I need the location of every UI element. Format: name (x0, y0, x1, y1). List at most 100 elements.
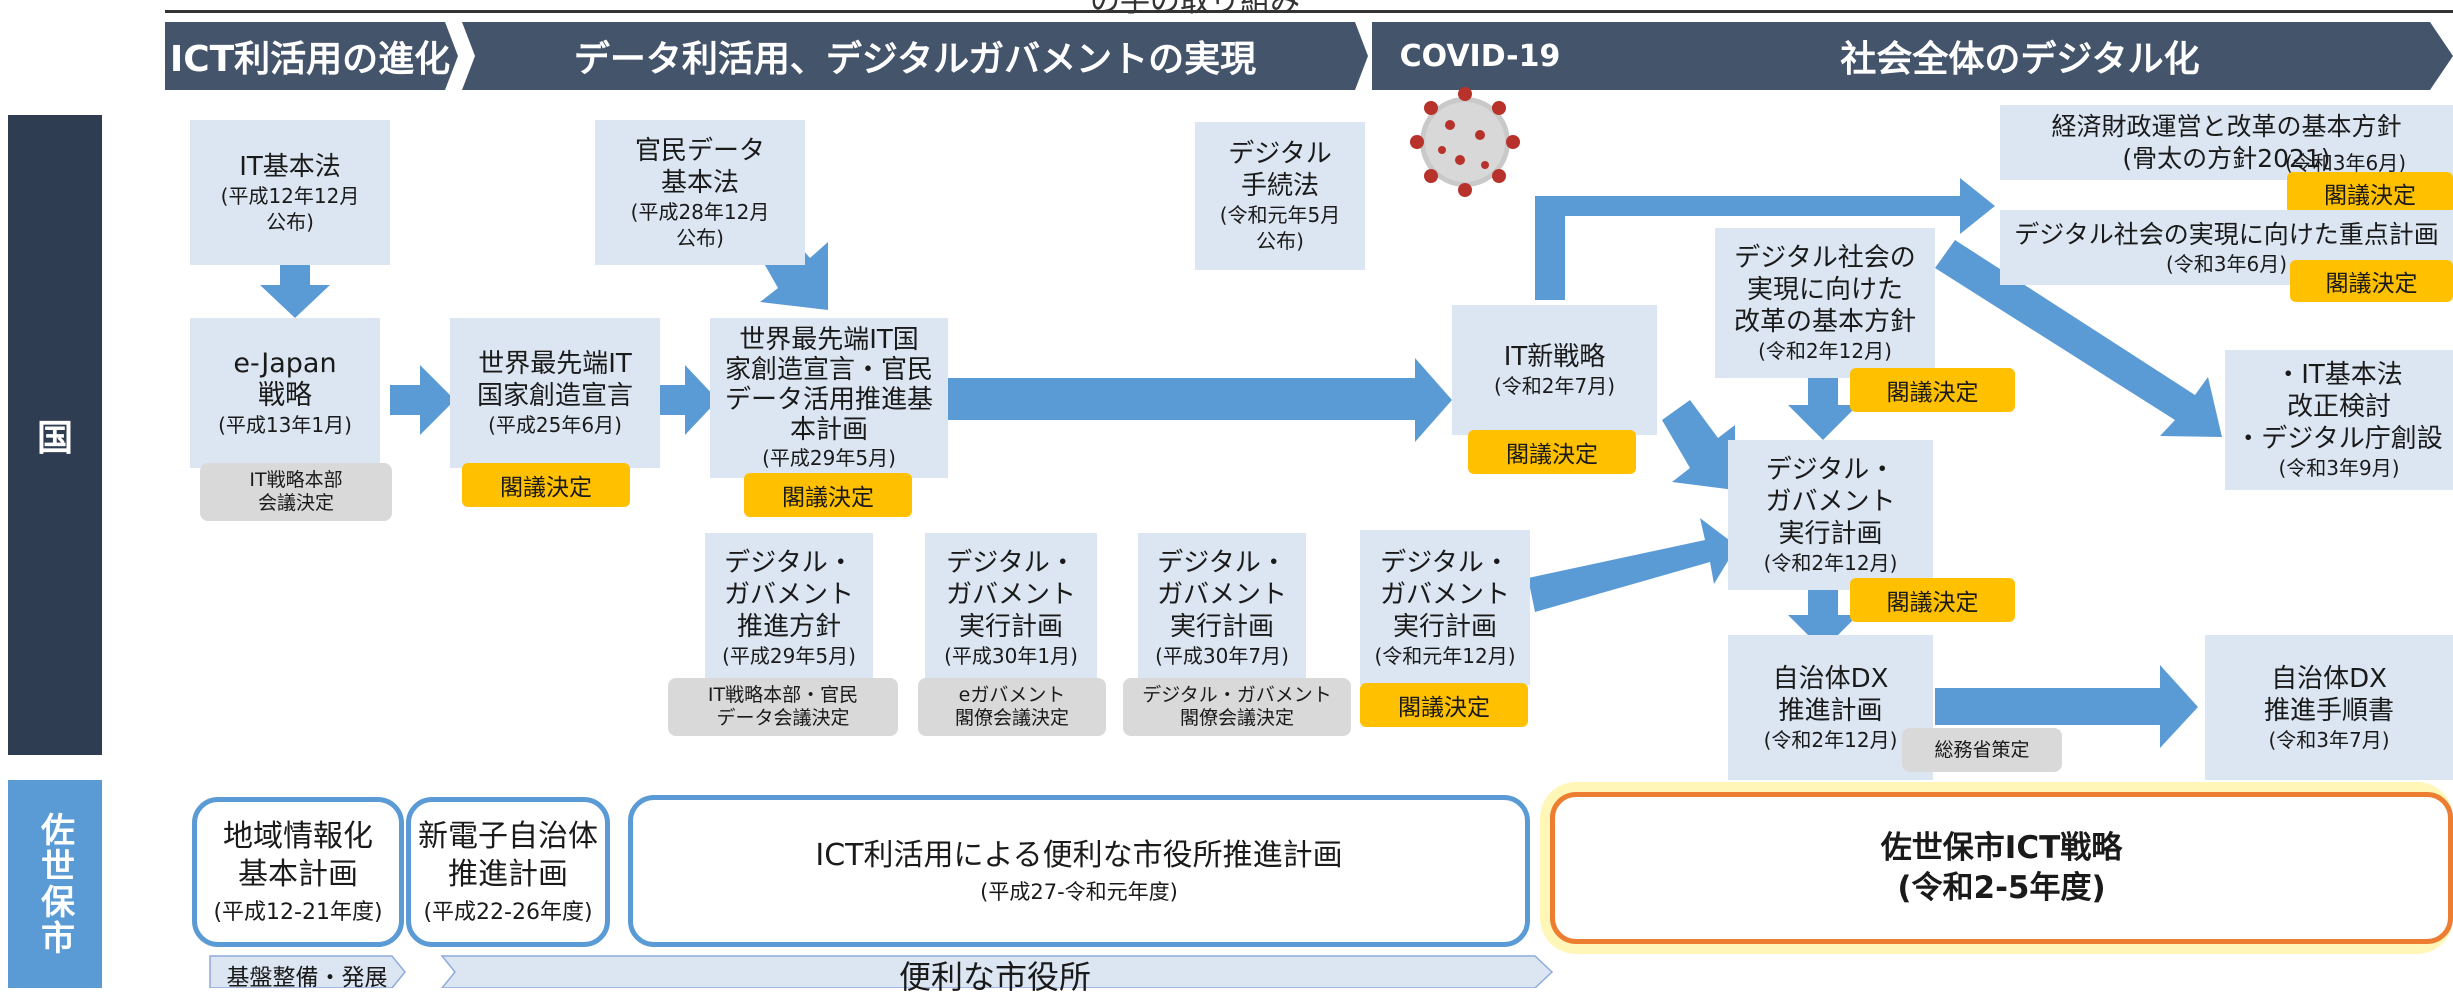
box-sub: (平成28年12月 公布) (630, 199, 770, 250)
city-plan-4: 佐世保市ICT戦略 (令和2-5年度) (1550, 792, 2453, 944)
phase-3-4-shape (1372, 22, 2453, 90)
tag-juten-keikaku: 閣議決定 (2290, 260, 2453, 302)
box-title: デジタル 手続法 (1228, 139, 1332, 201)
phase-1-shape (165, 22, 458, 90)
box-sub: (令和3年9月) (2278, 456, 2400, 480)
city-plan-title: 地域情報化 基本計画 (223, 819, 373, 892)
box-title: デジタル社会の実現に向けた重点計画 (2014, 219, 2439, 249)
tag-jichitai-dx: 総務省策定 (1902, 728, 2062, 772)
phase-data: データ利活用、デジタルガバメントの実現 (573, 39, 1257, 80)
city-plan-sub: (平成12-21年度) (213, 900, 383, 925)
box-jichitai-tejun: 自治体DX 推進手順書 (令和3年7月) (2205, 635, 2453, 780)
arrow-itbasic-to-ejapan (260, 265, 330, 318)
tag-dg-jikko-h30-7: デジタル・ガバメント 閣僚会議決定 (1123, 678, 1351, 736)
box-sub: (令和2年7月) (1493, 374, 1616, 398)
box-sub: (令和3年7月) (2268, 727, 2390, 752)
city-plan-title: 新電子自治体 推進計画 (418, 819, 598, 892)
box-sub: (平成29年5月) (722, 644, 856, 668)
box-jichitai-dx: 自治体DX 推進計画 (令和2年12月) (1728, 635, 1933, 780)
top-partial-title: の手の取り組み (1090, 0, 1300, 19)
box-title: デジタル・ ガバメント 推進方針 (723, 548, 854, 642)
box-it-kaisei: ・IT基本法 改正検討 ・デジタル庁創設 (令和3年9月) (2225, 350, 2453, 490)
box-title: 自治体DX 推進計画 (1772, 663, 1889, 726)
phase-2-shape (462, 22, 1368, 90)
box-title: デジタル社会の 実現に向けた 改革の基本方針 (1733, 243, 1916, 337)
tag-it-shin-senryaku: 閣議決定 (1468, 430, 1636, 474)
arrow-shakai-to-itkaisei (1935, 240, 2222, 437)
box-sub: (平成30年1月) (944, 644, 1078, 668)
box-title: 世界最先端IT 国家創造宣言 (476, 349, 633, 411)
box-dg-suishin: デジタル・ ガバメント 推進方針 (平成29年5月) (705, 533, 873, 683)
box-dg-jikko-h30-7: デジタル・ ガバメント 実行計画 (平成30年7月) (1138, 533, 1306, 683)
phase-ict: ICT利活用の進化 (169, 39, 451, 80)
phase-header-bar (165, 22, 2453, 90)
box-sub: (令和元年12月) (1374, 643, 1516, 668)
tag-sekai-kanmin: 閣議決定 (744, 473, 912, 517)
tag-sekai-saisentan: 閣議決定 (462, 463, 630, 507)
box-dg-jikko-h30-1: デジタル・ ガバメント 実行計画 (平成30年1月) (925, 533, 1097, 683)
box-title: e-Japan 戦略 (233, 348, 337, 411)
box-sub: (平成12年12月 公布) (220, 183, 360, 234)
arrow-kanmin-to-itnew (948, 358, 1452, 442)
honebuto-date: (令和3年6月) (2285, 151, 2407, 175)
top-rule (165, 10, 2453, 13)
city-plan-title: ICT利活用による便利な市役所推進計画 (815, 838, 1343, 873)
city-plan-sub: (平成27-令和元年度) (980, 880, 1178, 904)
city-plan-2: 新電子自治体 推進計画 (平成22-26年度) (406, 797, 610, 947)
bottom-chevrons (209, 955, 1554, 988)
side-label-national: 国 (8, 115, 102, 755)
box-sekai-kanmin: 世界最先端IT国 家創造宣言・官民 データ活用推進基 本計画 (平成29年5月) (710, 318, 948, 478)
box-sub: (令和2年12月) (1763, 727, 1898, 752)
arrow-shakai-down (1788, 370, 1858, 440)
box-sub: (令和2年12月) (1763, 551, 1898, 575)
tag-honebuto: 閣議決定 (2287, 172, 2453, 214)
tag-e-japan: IT戦略本部 会議決定 (200, 463, 392, 521)
phase-covid: COVID-19 (1399, 38, 1561, 74)
box-title: デジタル・ ガバメント 実行計画 (1765, 455, 1896, 549)
arrow-sekai-to-kanmin (658, 365, 718, 435)
box-sub: (令和元年5月 公布) (1219, 203, 1341, 253)
chevron-benri-shape (440, 955, 1554, 988)
box-kanmin-data: 官民データ 基本法 (平成28年12月 公布) (595, 120, 805, 265)
box-dg-jikko-r1: デジタル・ ガバメント 実行計画 (令和元年12月) (1360, 530, 1530, 685)
box-title: IT基本法 (239, 151, 341, 182)
chevron-kiban-label: 基盤整備・発展 (226, 965, 388, 991)
box-title: 経済財政運営と改革の基本方針 (骨太の方針2021) (2051, 111, 2402, 173)
chevron-kiban-shape (209, 955, 406, 988)
box-it-basic-law: IT基本法 (平成12年12月 公布) (190, 120, 390, 265)
side-label-city: 佐世保市 (8, 780, 102, 988)
box-title: ・IT基本法 改正検討 ・デジタル庁創設 (2235, 360, 2443, 454)
box-e-japan: e-Japan 戦略 (平成13年1月) (190, 318, 380, 468)
phase-society: 社会全体のデジタル化 (1840, 39, 2200, 80)
arrow-r1-to-dgjikko (1528, 518, 1737, 612)
box-title: IT新戦略 (1503, 342, 1606, 372)
chevron-benri-label: 便利な市役所 (898, 958, 1091, 996)
side-label-city-text: 佐世保市 (34, 812, 75, 956)
city-plan-sub: (平成22-26年度) (423, 900, 593, 925)
box-title: デジタル・ ガバメント 実行計画 (1379, 547, 1510, 642)
tag-dg-suishin: IT戦略本部・官民 データ会議決定 (668, 678, 898, 736)
city-plan-title: 佐世保市ICT戦略 (令和2-5年度) (1880, 830, 2123, 906)
box-sekai-saisentan: 世界最先端IT 国家創造宣言 (平成25年6月) (450, 318, 660, 468)
box-title: 世界最先端IT国 家創造宣言・官民 データ活用推進基 本計画 (724, 325, 933, 445)
side-label-national-text: 国 (36, 418, 73, 459)
box-sub: (平成30年7月) (1155, 644, 1289, 668)
box-digital-shakai: デジタル社会の 実現に向けた 改革の基本方針 (令和2年12月) (1715, 228, 1935, 378)
box-dg-jikko-r2: デジタル・ ガバメント 実行計画 (令和2年12月) (1728, 440, 1933, 590)
box-title: 官民データ 基本法 (634, 135, 765, 198)
tag-dg-jikko-h30-1: eガバメント 閣僚会議決定 (918, 678, 1106, 736)
tag-dg-jikko-r2: 閣議決定 (1850, 578, 2015, 622)
arrow-ejapan-to-sekai (390, 365, 455, 435)
box-title: デジタル・ ガバメント 実行計画 (1156, 548, 1287, 642)
city-plan-3: ICT利活用による便利な市役所推進計画 (平成27-令和元年度) (628, 795, 1530, 947)
box-sub: (平成25年6月) (488, 413, 622, 437)
box-title: 自治体DX 推進手順書 (2263, 663, 2394, 726)
arrow-jichitai-to-tejun (1935, 665, 2198, 748)
tag-dg-jikko-r1: 閣議決定 (1360, 683, 1528, 727)
covid-virus-icon (1410, 87, 1520, 197)
box-sub: (令和2年12月) (1758, 339, 1892, 363)
tag-digital-shakai: 閣議決定 (1850, 368, 2015, 412)
arrow-dgjikko-down (1788, 583, 1858, 650)
box-title: デジタル・ ガバメント 実行計画 (945, 548, 1076, 642)
box-digital-tetsuzuki: デジタル 手続法 (令和元年5月 公布) (1195, 122, 1365, 270)
